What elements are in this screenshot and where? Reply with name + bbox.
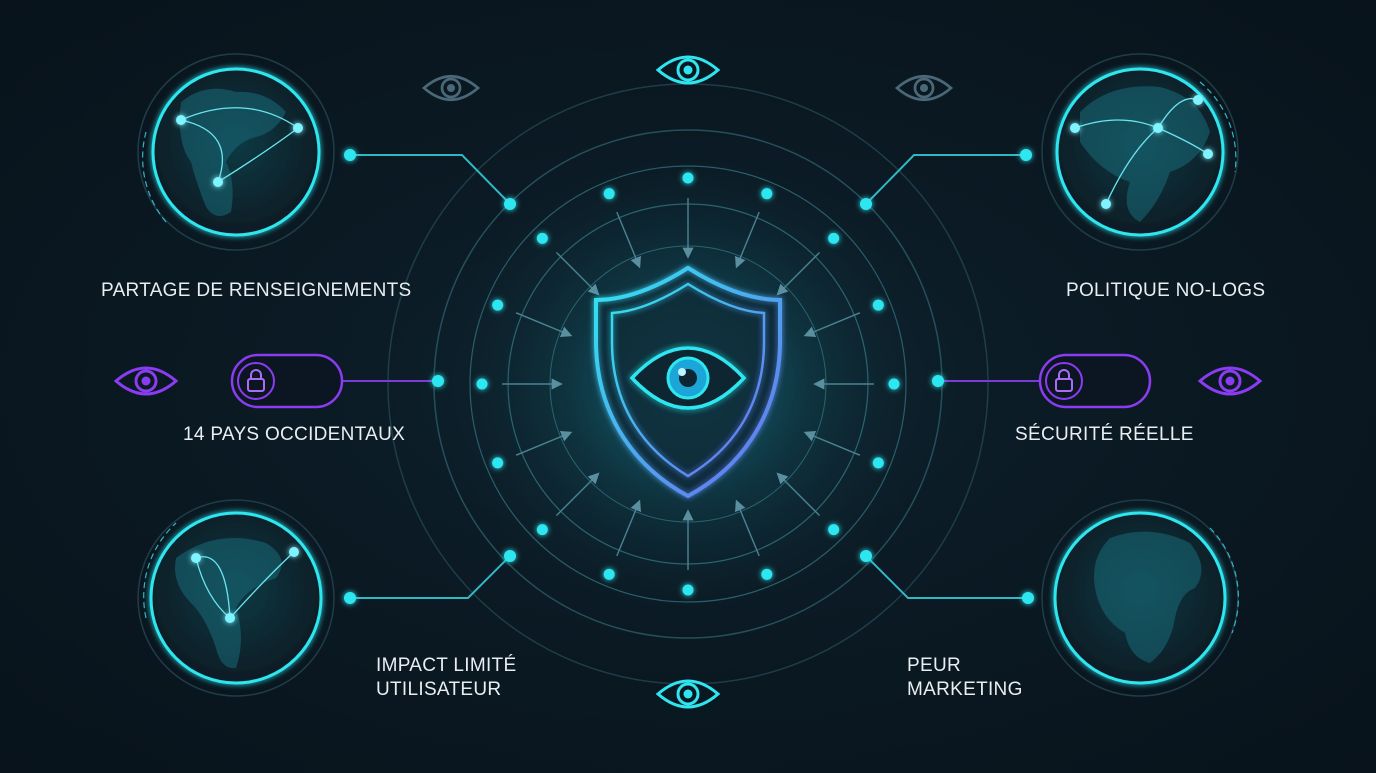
eye-icon: [421, 75, 481, 101]
label-utilisateur: UTILISATEUR: [376, 679, 502, 700]
radial-node: [682, 172, 694, 184]
globe-americas-icon: [137, 499, 335, 697]
radial-node: [888, 378, 900, 390]
eye-icons: [113, 55, 1263, 709]
radial-node: [761, 188, 773, 200]
label-partage-renseignements: PARTAGE DE RENSEIGNEMENTS: [101, 280, 412, 301]
connector-nodes: [344, 149, 1034, 604]
radial-node: [828, 524, 840, 536]
radial-node: [603, 568, 615, 580]
eye-icon: [1197, 366, 1263, 396]
lock-capsule-icon: [230, 353, 344, 409]
label-14-pays: 14 PAYS OCCIDENTAUX: [183, 424, 406, 445]
radial-arrow: [735, 211, 760, 269]
radial-arrow: [515, 431, 573, 456]
eye-icon: [655, 679, 721, 709]
globe-americas-icon: [137, 53, 335, 251]
radial-node: [492, 457, 504, 469]
label-impact-limite: IMPACT LIMITÉ: [376, 655, 517, 676]
label-marketing: MARKETING: [907, 679, 1023, 700]
globe-africa-europe-icon: [1041, 499, 1239, 697]
radial-node: [761, 568, 773, 580]
radial-nodes: [476, 172, 900, 596]
radial-node: [872, 299, 884, 311]
connector-lines: [350, 154, 1028, 599]
radial-node: [828, 232, 840, 244]
lock-capsule-icon: [1038, 353, 1152, 409]
label-peur: PEUR: [907, 655, 961, 676]
radial-arrow: [803, 431, 861, 456]
eye-icon: [113, 366, 179, 396]
eye-icon: [894, 75, 954, 101]
radial-arrow: [515, 312, 573, 337]
radial-arrow: [616, 211, 641, 269]
radial-arrow: [776, 472, 821, 517]
radial-node: [682, 584, 694, 596]
radial-arrow: [555, 472, 600, 517]
globe-europe-asia-icon: [1041, 53, 1239, 251]
radial-arrow: [555, 251, 600, 296]
radial-arrow: [735, 499, 760, 557]
label-securite-reelle: SÉCURITÉ RÉELLE: [1015, 424, 1194, 445]
radial-node: [536, 524, 548, 536]
radial-node: [536, 232, 548, 244]
radial-arrow: [776, 251, 821, 296]
radial-arrow: [616, 499, 641, 557]
radial-node: [492, 299, 504, 311]
eye-icon: [655, 55, 721, 85]
radial-node: [872, 457, 884, 469]
label-politique-no-logs: POLITIQUE NO-LOGS: [1066, 280, 1266, 301]
radial-arrow: [803, 312, 861, 337]
radial-node: [476, 378, 488, 390]
radial-node: [603, 188, 615, 200]
shield-eye-icon: [594, 265, 782, 499]
